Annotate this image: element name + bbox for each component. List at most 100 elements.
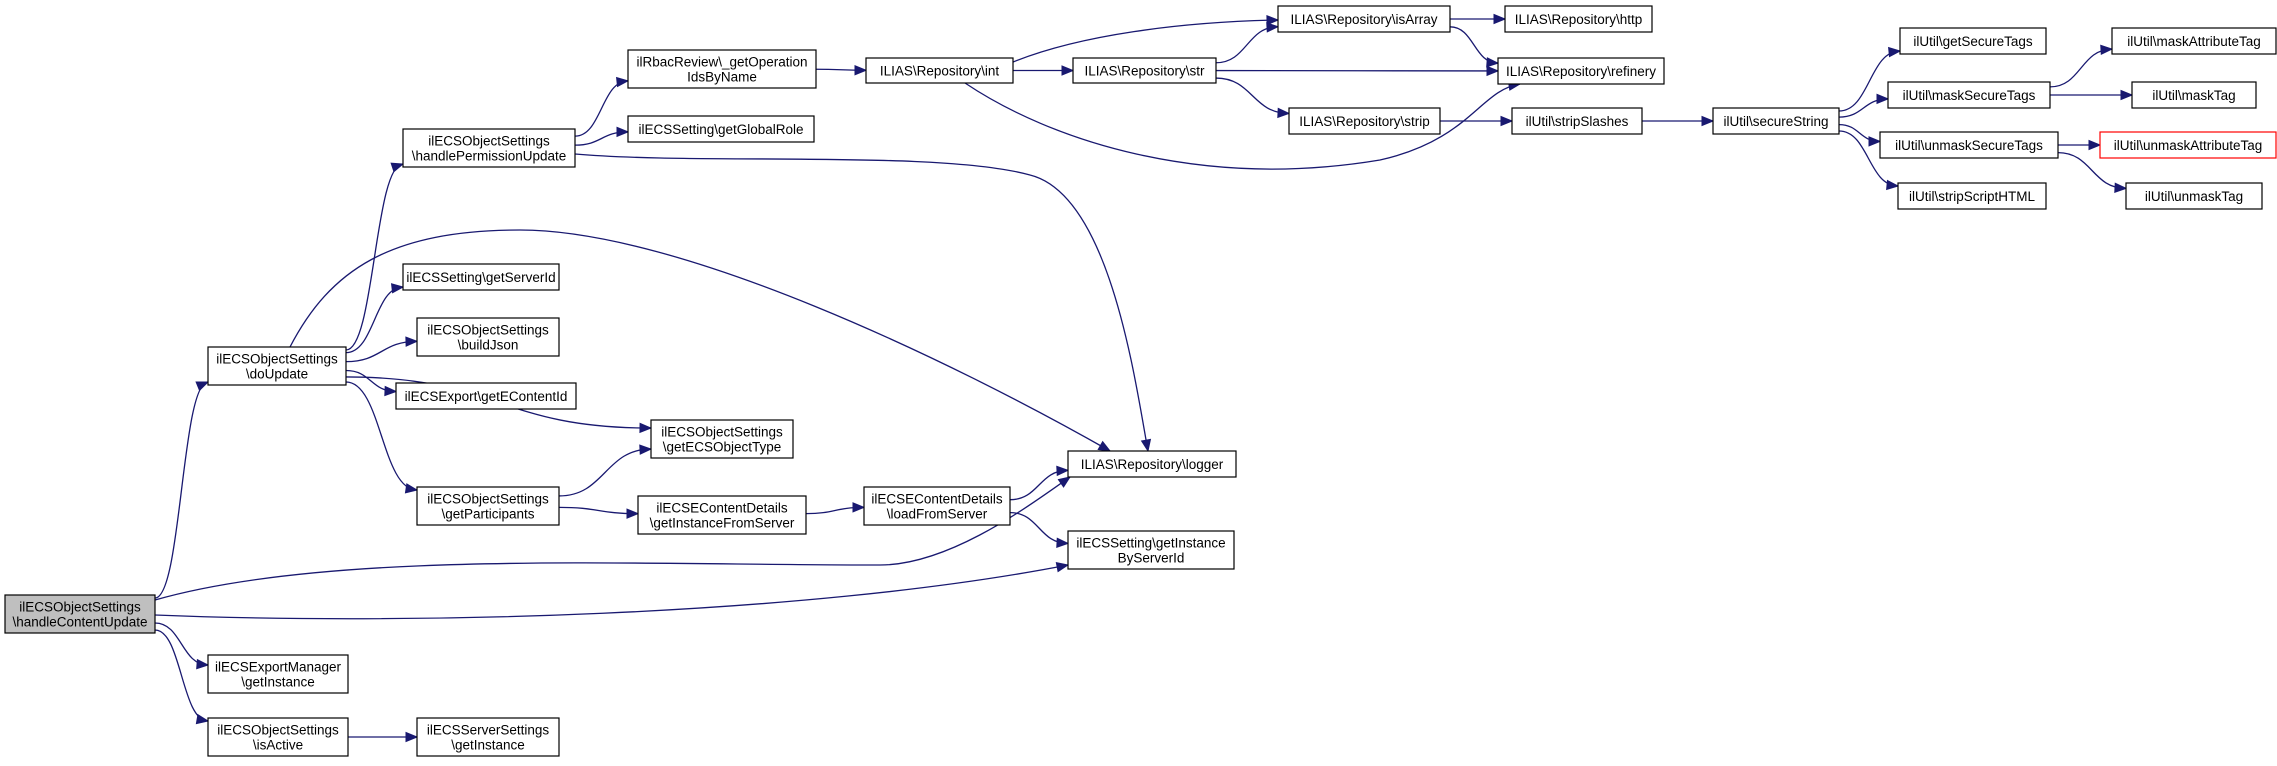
arrow-head-icon	[1701, 115, 1715, 127]
node-label: ILIAS\Repository\refinery	[1506, 64, 1656, 79]
edge-secure-string-to-unmask-secure-tags	[1838, 123, 1882, 147]
edge-strip-slashes-to-secure-string	[1642, 115, 1715, 127]
edge-do-update-to-handle-perm	[345, 162, 405, 351]
node-label: ILIAS\Repository\int	[880, 64, 1000, 79]
node-get-ecsobject-type[interactable]: ilECSObjectSettings\getECSObjectType	[650, 419, 794, 459]
node-label: \getParticipants	[441, 507, 534, 522]
edge-unmask-secure-tags-to-unmask-attribute-tag	[2058, 139, 2102, 151]
arrow-head-icon	[1277, 107, 1291, 119]
node-repo-refinery[interactable]: ILIAS\Repository\refinery	[1497, 57, 1665, 85]
node-label: ilUtil\maskAttributeTag	[2127, 34, 2261, 49]
node-get-server-id[interactable]: ilECSSetting\getServerId	[402, 263, 560, 291]
node-strip-script-html[interactable]: ilUtil\stripScriptHTML	[1897, 182, 2047, 210]
edge-secure-string-to-strip-script-html	[1838, 130, 1900, 191]
node-repo-strip[interactable]: ILIAS\Repository\strip	[1288, 107, 1441, 135]
node-get-secure-tags[interactable]: ilUtil\getSecureTags	[1899, 27, 2047, 55]
edges-layer	[154, 13, 2134, 743]
node-repo-int[interactable]: ILIAS\Repository\int	[865, 57, 1014, 84]
node-label: ilUtil\secureString	[1723, 114, 1828, 129]
node-unmask-secure-tags[interactable]: ilUtil\unmaskSecureTags	[1879, 131, 2059, 159]
node-mask-tag[interactable]: ilUtil\maskTag	[2131, 81, 2257, 109]
node-is-active[interactable]: ilECSObjectSettings\isActive	[207, 717, 349, 757]
node-label: ilECSExport\getEContentId	[405, 389, 568, 404]
node-label: ilUtil\unmaskSecureTags	[1895, 138, 2043, 153]
node-get-econtent-id[interactable]: ilECSExport\getEContentId	[395, 382, 577, 410]
node-repo-is-array[interactable]: ILIAS\Repository\isArray	[1277, 5, 1451, 33]
arrow-head-icon	[639, 444, 653, 455]
edge-load-from-server-to-get-instance-by-server-id	[1009, 511, 1070, 549]
node-box	[1511, 107, 1643, 135]
node-label: ilECSSetting\getGlobalRole	[638, 122, 803, 137]
arrow-head-icon	[1056, 537, 1070, 549]
node-label: ilUtil\maskTag	[2152, 88, 2235, 103]
node-label: ILIAS\Repository\str	[1084, 64, 1205, 79]
node-unmask-attribute-tag[interactable]: ilUtil\unmaskAttributeTag	[2099, 131, 2277, 159]
arrow-head-icon	[626, 508, 640, 519]
node-label: ByServerId	[1118, 551, 1185, 566]
edge-do-update-to-get-server-id	[345, 283, 405, 354]
node-label: ILIAS\Repository\http	[1515, 12, 1643, 27]
edge-repo-int-to-repo-is-array	[1012, 14, 1280, 63]
arrow-head-icon	[1486, 65, 1500, 77]
node-label: \getInstance	[451, 738, 525, 753]
edge-line	[964, 82, 1521, 170]
edge-get-participants-to-get-instance-from-server	[558, 506, 640, 519]
arrow-head-icon	[405, 336, 419, 347]
arrow-head-icon	[404, 483, 419, 494]
node-strip-slashes[interactable]: ilUtil\stripSlashes	[1511, 107, 1643, 135]
node-label: \isActive	[253, 738, 303, 753]
node-box	[2125, 182, 2263, 210]
node-do-update[interactable]: ilECSObjectSettings\doUpdate	[207, 346, 347, 386]
arrow-head-icon	[390, 283, 405, 294]
arrow-head-icon	[1061, 65, 1075, 76]
node-root[interactable]: ilECSObjectSettings\handleContentUpdate	[4, 594, 156, 634]
node-get-instance-from-server[interactable]: ilECSEContentDetails\getInstanceFromServ…	[637, 495, 807, 535]
node-label: ilECSExportManager	[215, 660, 342, 675]
edge-repo-is-array-to-repo-refinery	[1449, 26, 1500, 68]
node-repo-http[interactable]: ILIAS\Repository\http	[1504, 5, 1653, 33]
node-box	[865, 57, 1014, 84]
edge-line	[154, 564, 1069, 620]
edge-repo-str-to-repo-is-array	[1215, 22, 1280, 64]
edge-mask-secure-tags-to-mask-tag	[2050, 89, 2134, 101]
node-export-mgr[interactable]: ilECSExportManager\getInstance	[207, 654, 349, 694]
node-box	[1288, 107, 1441, 135]
node-box	[2131, 81, 2257, 109]
edge-rbac-review-to-repo-int	[815, 65, 868, 76]
arrow-head-icon	[1266, 22, 1280, 33]
arrow-head-icon	[616, 76, 630, 88]
edge-secure-string-to-mask-secure-tags	[1838, 93, 1890, 118]
node-box	[863, 486, 1011, 526]
node-unmask-tag[interactable]: ilUtil\unmaskTag	[2125, 182, 2263, 210]
arrow-head-icon	[2114, 182, 2128, 193]
arrow-head-icon	[1868, 136, 1882, 147]
node-get-global-role[interactable]: ilECSSetting\getGlobalRole	[627, 115, 815, 143]
arrow-head-icon	[1097, 440, 1112, 452]
node-label: \getInstanceFromServer	[650, 516, 795, 531]
edge-get-instance-from-server-to-load-from-server	[805, 502, 866, 515]
node-secure-string[interactable]: ilUtil\secureString	[1712, 107, 1840, 135]
node-box	[627, 115, 815, 143]
node-label: \handlePermissionUpdate	[412, 149, 567, 164]
node-get-participants[interactable]: ilECSObjectSettings\getParticipants	[416, 486, 560, 526]
node-build-json[interactable]: ilECSObjectSettings\buildJson	[416, 317, 560, 357]
node-handle-perm[interactable]: ilECSObjectSettings\handlePermissionUpda…	[402, 128, 576, 168]
node-box	[207, 654, 349, 694]
node-repo-logger[interactable]: ILIAS\Repository\logger	[1067, 450, 1237, 478]
node-label: ilECSObjectSettings	[19, 600, 141, 615]
node-repo-str[interactable]: ILIAS\Repository\str	[1072, 57, 1217, 84]
node-server-settings[interactable]: ilECSServerSettings\getInstance	[416, 717, 560, 757]
node-box	[1504, 5, 1653, 33]
edge-line	[154, 381, 209, 599]
node-mask-secure-tags[interactable]: ilUtil\maskSecureTags	[1887, 81, 2051, 109]
edge-line	[574, 153, 1149, 452]
node-mask-attribute-tag[interactable]: ilUtil\maskAttributeTag	[2111, 27, 2277, 55]
node-load-from-server[interactable]: ilECSEContentDetails\loadFromServer	[863, 486, 1011, 526]
edge-do-update-to-get-econtent-id	[345, 369, 398, 397]
node-label: ilUtil\maskSecureTags	[1903, 88, 2036, 103]
node-label: ilECSEContentDetails	[656, 501, 788, 516]
node-box	[2111, 27, 2277, 55]
